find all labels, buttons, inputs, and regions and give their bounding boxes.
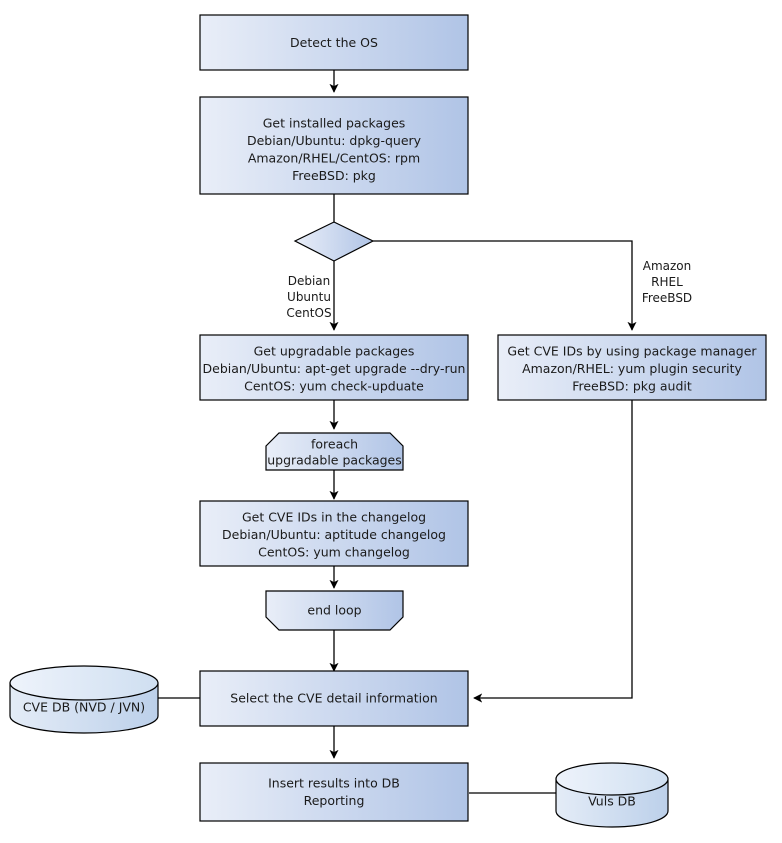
foreach-loop-start-shape — [265, 432, 404, 471]
os-decision-diamond — [293, 221, 375, 262]
foreach-loop-start-line-2: upgradable packages — [267, 453, 402, 468]
end-loop-label: end loop — [307, 603, 361, 618]
node-get-cve-ids-package-manager[interactable]: Get CVE IDs by using package manager Ama… — [497, 334, 767, 401]
left-branch-line-1: Debian — [288, 274, 331, 288]
node-detect-os[interactable]: Detect the OS — [199, 14, 469, 71]
right-branch-line-3: FreeBSD — [642, 291, 692, 305]
right-branch-line-2: RHEL — [651, 275, 683, 289]
right-branch-line-1: Amazon — [643, 259, 692, 273]
node-os-decision[interactable] — [293, 221, 375, 262]
edge-label-right-branch: Amazon RHEL FreeBSD — [642, 259, 692, 305]
get-cve-ids-package-manager-line-3: FreeBSD: pkg audit — [572, 379, 692, 394]
get-upgradable-packages-box — [199, 334, 469, 401]
detect-os-label: Detect the OS — [290, 35, 378, 50]
node-get-installed-packages[interactable]: Get installed packages Debian/Ubuntu: dp… — [199, 96, 469, 195]
edge-label-left-branch: Debian Ubuntu CentOS — [286, 274, 331, 320]
node-insert-results[interactable]: Insert results into DB Reporting — [199, 762, 469, 822]
edge-packagemanager-to-select — [473, 400, 633, 703]
get-cve-ids-package-manager-line-1: Get CVE IDs by using package manager — [507, 344, 757, 359]
node-end-loop[interactable]: end loop — [265, 590, 404, 631]
get-cve-ids-package-manager-line-2: Amazon/RHEL: yum plugin security — [522, 361, 742, 376]
get-cve-ids-changelog-line-1: Get CVE IDs in the changelog — [242, 510, 426, 525]
cve-db-label: CVE DB (NVD / JVN) — [23, 700, 145, 715]
node-foreach-loop-start[interactable]: foreach upgradable packages — [265, 432, 404, 471]
get-cve-ids-changelog-box — [199, 500, 469, 567]
node-get-cve-ids-changelog[interactable]: Get CVE IDs in the changelog Debian/Ubun… — [199, 500, 469, 567]
get-cve-ids-package-manager-box — [497, 334, 767, 401]
get-upgradable-packages-line-3: CentOS: yum check-upduate — [244, 379, 424, 394]
insert-results-line-1: Insert results into DB — [268, 776, 400, 791]
left-branch-line-2: Ubuntu — [287, 290, 331, 304]
edge-decision-to-package-manager — [373, 240, 637, 331]
node-get-upgradable-packages[interactable]: Get upgradable packages Debian/Ubuntu: a… — [199, 334, 469, 401]
get-upgradable-packages-line-2: Debian/Ubuntu: apt-get upgrade --dry-run — [203, 361, 466, 376]
left-branch-line-3: CentOS — [286, 306, 331, 320]
node-select-cve-detail[interactable]: Select the CVE detail information — [199, 670, 469, 727]
get-installed-packages-line-4: FreeBSD: pkg — [292, 168, 376, 183]
get-cve-ids-changelog-line-3: CentOS: yum changelog — [258, 545, 410, 560]
get-installed-packages-box — [199, 96, 469, 195]
node-cve-db[interactable]: CVE DB (NVD / JVN) — [9, 665, 159, 734]
select-cve-detail-box — [199, 670, 469, 727]
insert-results-box — [199, 762, 469, 822]
end-loop-shape — [265, 590, 404, 631]
get-cve-ids-changelog-line-2: Debian/Ubuntu: aptitude changelog — [222, 527, 446, 542]
detect-os-box — [199, 14, 469, 71]
foreach-loop-start-line-1: foreach — [311, 437, 358, 452]
node-vuls-db[interactable]: Vuls DB — [555, 762, 669, 828]
connector-layer — [158, 70, 637, 794]
get-installed-packages-line-3: Amazon/RHEL/CentOS: rpm — [248, 151, 420, 166]
insert-results-line-2: Reporting — [304, 793, 365, 808]
vuls-db-label: Vuls DB — [588, 794, 636, 809]
select-cve-detail-label: Select the CVE detail information — [230, 691, 437, 706]
cve-db-top — [9, 665, 159, 701]
get-upgradable-packages-line-1: Get upgradable packages — [254, 344, 415, 359]
vuls-db-top — [555, 762, 669, 796]
get-installed-packages-line-2: Debian/Ubuntu: dpkg-query — [247, 133, 422, 148]
get-installed-packages-line-1: Get installed packages — [263, 116, 406, 131]
